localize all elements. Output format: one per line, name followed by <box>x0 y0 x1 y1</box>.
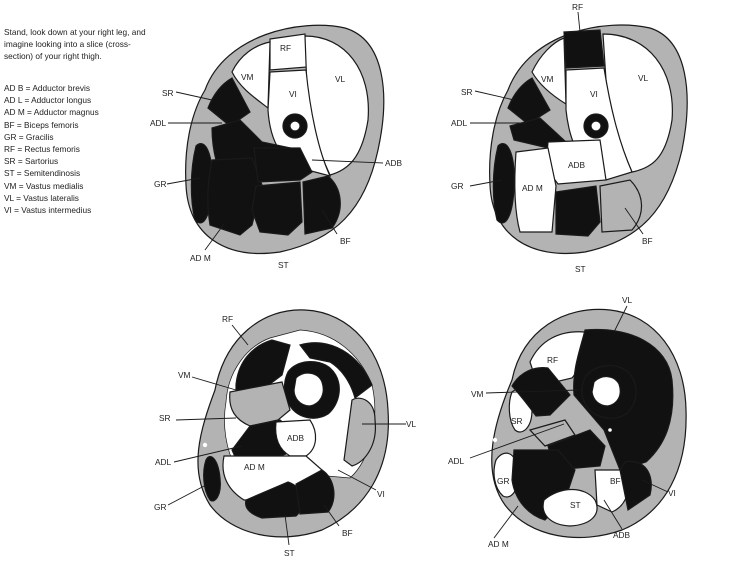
label-st: ST <box>278 260 289 270</box>
legend-item: RF = Rectus femoris <box>4 144 80 155</box>
label-adl: ADL <box>451 118 468 128</box>
cross-section-2: RF VM VL VI SR ADL ADB GR AD M BF ST <box>451 2 688 274</box>
label-rf: RF <box>572 2 583 12</box>
legend-item: GR = Gracilis <box>4 131 54 142</box>
legend-item: VI = Vastus intermedius <box>4 205 92 216</box>
label-gr: GR <box>154 179 166 189</box>
label-sr: SR <box>461 87 473 97</box>
label-vm: VM <box>471 389 484 399</box>
label-vl: VL <box>406 419 417 429</box>
legend-item: AD M = Adductor magnus <box>4 107 99 118</box>
label-sr: SR <box>159 413 171 423</box>
label-adb: ADB <box>568 160 586 170</box>
label-adb: ADB <box>613 530 631 540</box>
label-adl: ADL <box>150 118 167 128</box>
legend-item: ST = Semitendinosis <box>4 168 81 179</box>
label-sr: SR <box>511 416 523 426</box>
legend-item: AD B = Adductor brevis <box>4 83 91 93</box>
label-vm: VM <box>541 74 554 84</box>
label-vi: VI <box>668 488 676 498</box>
label-adb: ADB <box>287 433 305 443</box>
label-vl: VL <box>335 74 346 84</box>
label-vi: VI <box>289 89 297 99</box>
label-rf: RF <box>222 314 233 324</box>
intro-text: Stand, look down at your right leg, and … <box>4 27 146 62</box>
label-adm: AD M <box>190 253 211 263</box>
label-adm: AD M <box>488 539 509 549</box>
label-vm: VM <box>241 72 254 82</box>
legend-item: BF = Biceps femoris <box>4 119 79 130</box>
legend-item: VM = Vastus medialis <box>4 180 84 191</box>
label-bf: BF <box>340 236 351 246</box>
label-bf: BF <box>610 476 621 486</box>
label-adm: AD M <box>522 183 543 193</box>
label-gr: GR <box>451 181 463 191</box>
legend-item: VL = Vastus lateralis <box>4 192 79 203</box>
label-st: ST <box>575 264 586 274</box>
cross-section-3: RF VM VL VI SR ADL ADB GR AD M BF ST <box>154 309 417 558</box>
label-rf: RF <box>280 43 291 53</box>
label-vi: VI <box>377 489 385 499</box>
label-bf: BF <box>642 236 653 246</box>
label-bf: BF <box>342 528 353 538</box>
cross-section-1: RF VM VL VI SR ADL ADB GR AD M BF ST <box>150 24 403 270</box>
label-adm: AD M <box>244 462 265 472</box>
label-vm: VM <box>178 370 191 380</box>
label-rf: RF <box>547 355 558 365</box>
label-vi: VI <box>590 89 598 99</box>
label-adb: ADB <box>385 158 403 168</box>
cross-section-4: VL RF VM SR ADL GR BF ST VI AD M ADB <box>448 295 687 549</box>
label-vl: VL <box>622 295 633 305</box>
label-sr: SR <box>162 88 174 98</box>
label-gr: GR <box>154 502 166 512</box>
label-adl: ADL <box>155 457 172 467</box>
label-st: ST <box>284 548 295 558</box>
legend-item: SR = Sartorius <box>4 156 59 167</box>
legend-item: AD L = Adductor longus <box>4 95 92 106</box>
label-st: ST <box>570 500 581 510</box>
label-gr: GR <box>497 476 509 486</box>
label-adl: ADL <box>448 456 465 466</box>
muscle-legend: AD B = Adductor brevis AD L = Adductor l… <box>4 82 99 216</box>
label-vl: VL <box>638 73 649 83</box>
